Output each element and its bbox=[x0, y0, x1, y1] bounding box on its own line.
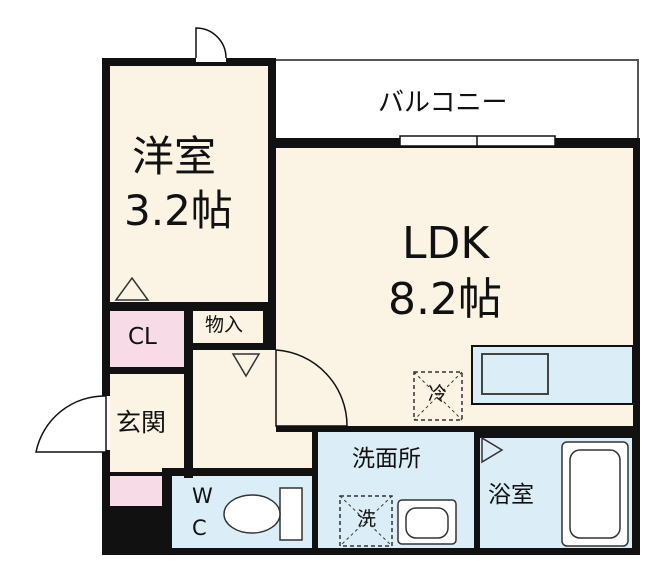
fridge-label: 冷 bbox=[428, 383, 448, 405]
wall bbox=[110, 367, 184, 374]
wall bbox=[263, 302, 272, 350]
ldk-size: 8.2帖 bbox=[388, 274, 502, 325]
wc-label-line1: W bbox=[192, 484, 213, 508]
western-room-size: 3.2帖 bbox=[124, 186, 233, 235]
wall bbox=[162, 468, 318, 476]
triangle-marker-icon bbox=[481, 436, 504, 464]
storage-floor bbox=[193, 311, 263, 343]
door-swing-icon bbox=[275, 349, 348, 427]
wall bbox=[184, 302, 193, 478]
kitchen-sink-icon bbox=[481, 353, 549, 395]
washer-label: 洗 bbox=[357, 508, 377, 530]
door-swing-icon bbox=[35, 395, 110, 453]
wall bbox=[268, 66, 276, 302]
wall bbox=[276, 426, 633, 432]
hall-floor bbox=[193, 350, 276, 468]
balcony-label: バルコニー bbox=[378, 88, 508, 118]
triangle-marker-icon bbox=[231, 353, 261, 378]
sink-icon bbox=[397, 499, 457, 545]
wall bbox=[193, 343, 268, 350]
toilet-icon bbox=[223, 487, 303, 541]
wall bbox=[474, 432, 480, 548]
door-swing-icon bbox=[195, 27, 227, 62]
washroom-label: 洗面所 bbox=[352, 446, 421, 472]
wall bbox=[312, 432, 318, 548]
ldk-name: LDK bbox=[402, 218, 490, 269]
entrance-step bbox=[110, 476, 162, 506]
closet-label: CL bbox=[128, 324, 157, 350]
entrance-label: 玄関 bbox=[116, 408, 167, 437]
closet-floor bbox=[110, 311, 184, 367]
entrance-floor bbox=[110, 374, 184, 472]
balcony-area bbox=[271, 59, 639, 143]
western-room-floor bbox=[110, 66, 268, 302]
storage-label: 物入 bbox=[205, 314, 244, 336]
western-room-name: 洋室 bbox=[132, 132, 217, 181]
bathtub-icon bbox=[561, 441, 629, 547]
triangle-marker-icon bbox=[114, 276, 150, 301]
wc-label-line2: C bbox=[192, 516, 207, 540]
bathroom-label: 浴室 bbox=[488, 482, 534, 508]
